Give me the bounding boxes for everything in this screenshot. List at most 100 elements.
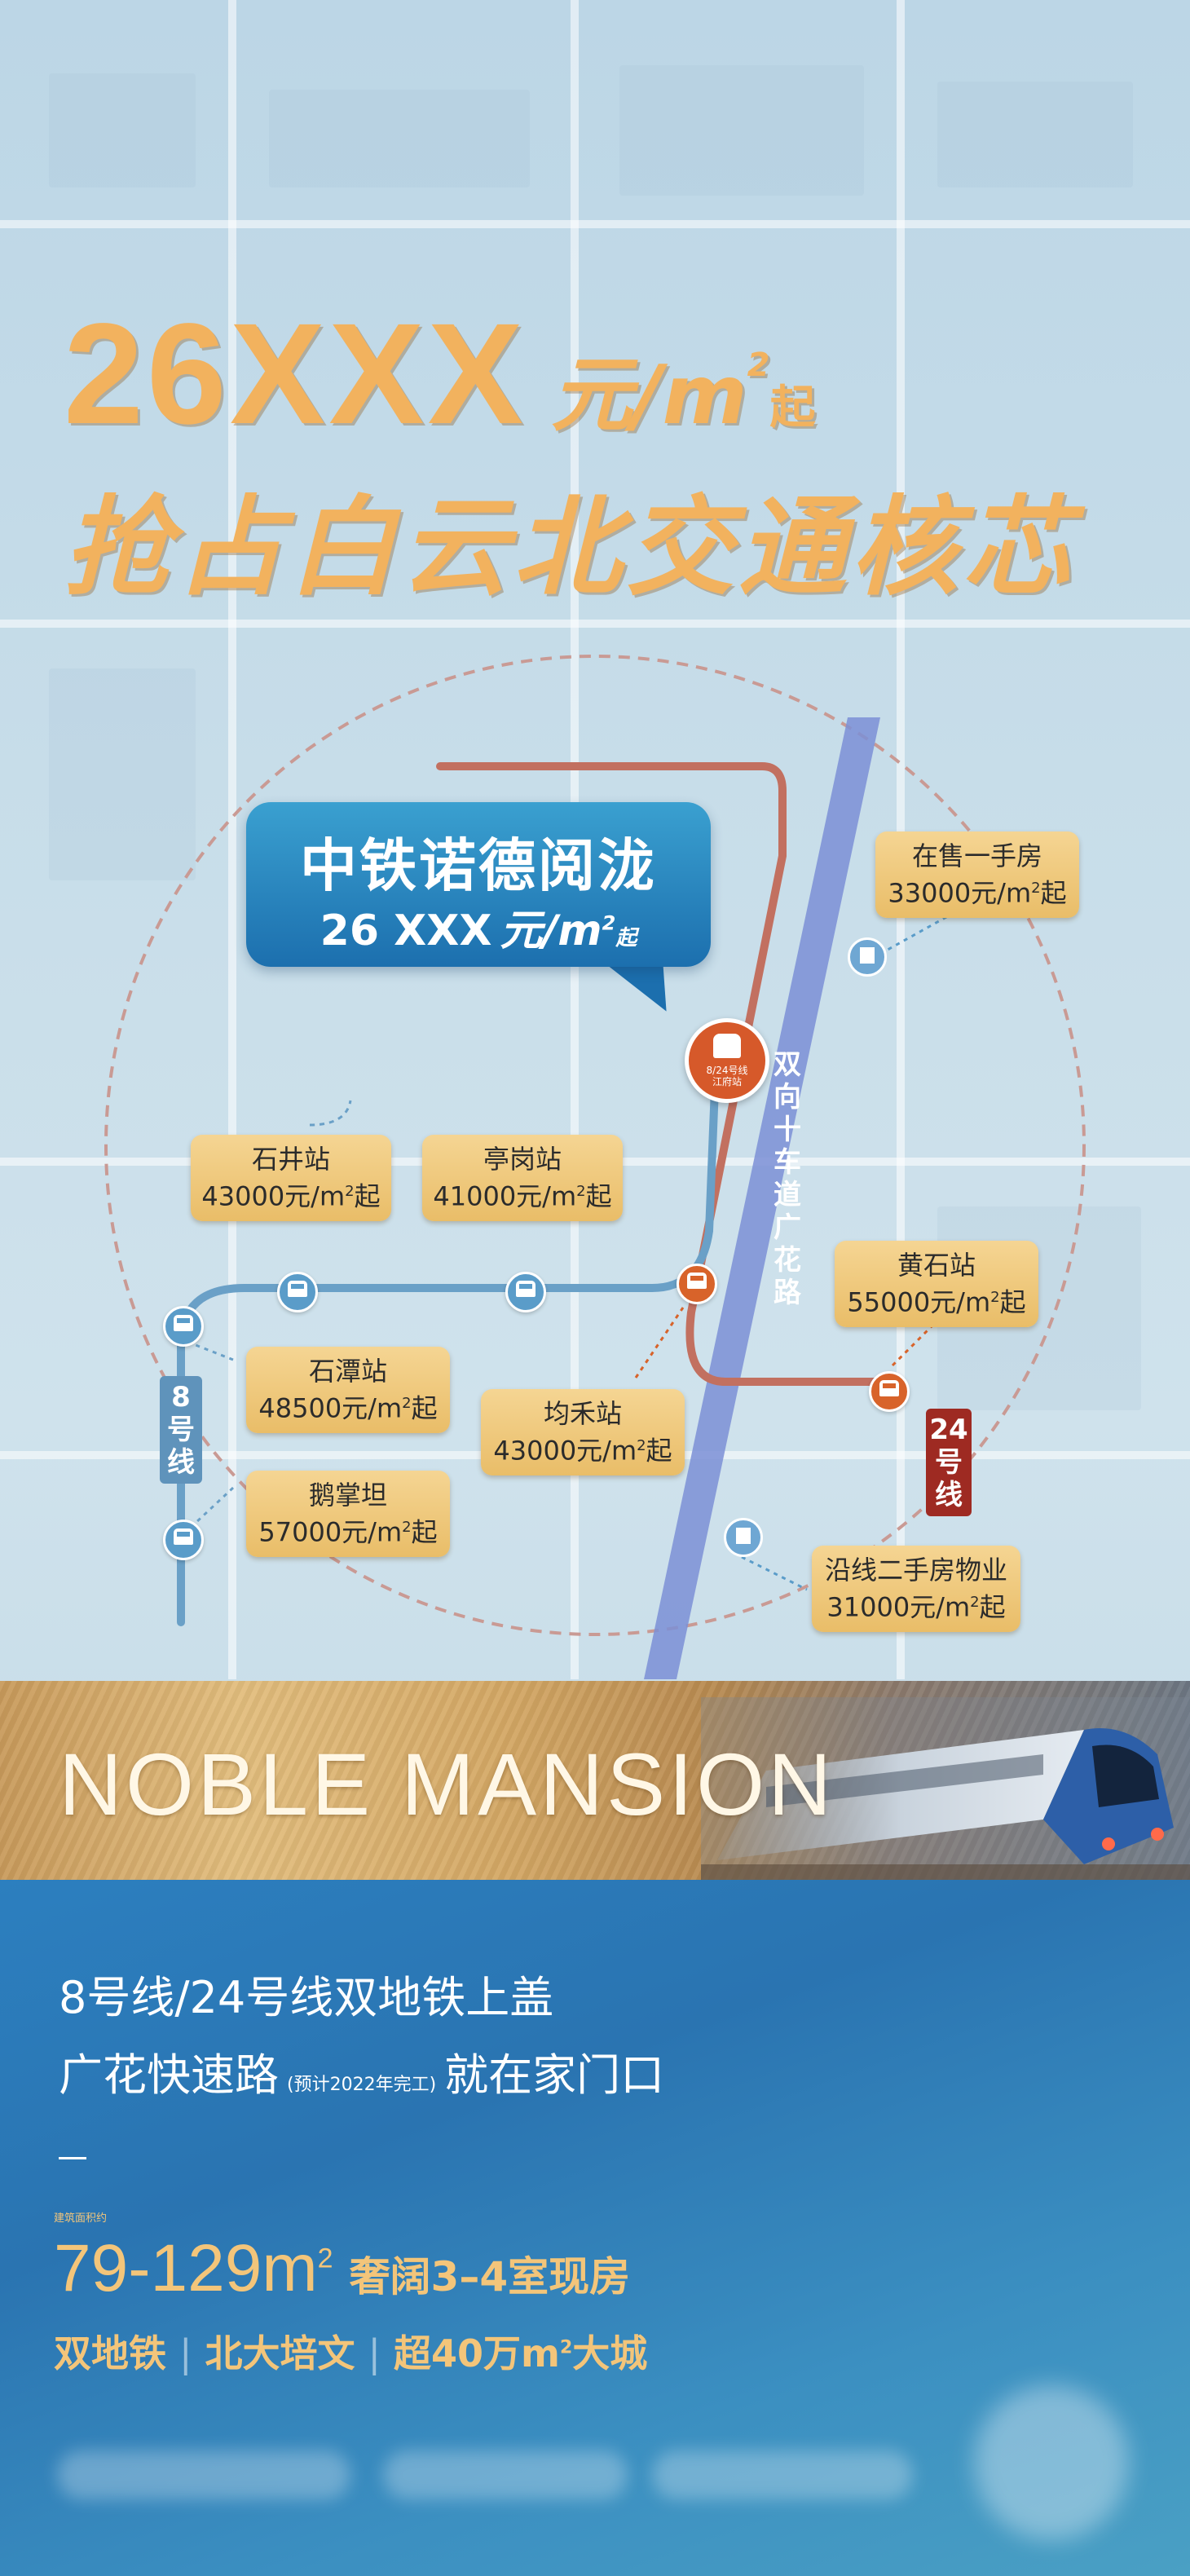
- tag-shitan: 石潭站 48500元/m2起: [246, 1347, 450, 1433]
- hub-station-name: 江府站: [712, 1076, 742, 1087]
- feature-suffix: 大城: [572, 2331, 648, 2375]
- price-sup: 2: [345, 1183, 355, 1200]
- map-block: [937, 82, 1133, 187]
- tag-resale: 沿线二手房物业 31000元/m2起: [812, 1546, 1020, 1632]
- feature-item: 北大培文: [205, 2331, 355, 2375]
- metro-station-icon[interactable]: [163, 1306, 204, 1347]
- unit-text: 元/m: [550, 347, 747, 443]
- train-image: [701, 1697, 1190, 1880]
- tag-name: 在售一手房: [911, 840, 1042, 871]
- bottom-info-section: 8号线/24号线双地铁上盖 广花快速路(预计2022年完工)就在家门口 建筑面积…: [0, 1880, 1190, 2576]
- band-title: NOBLE MANSION: [59, 1735, 835, 1833]
- map-block: [619, 65, 864, 196]
- badge-char: 线: [935, 1479, 963, 1511]
- metro-headline: 8号线/24号线双地铁上盖: [59, 1972, 554, 2023]
- map-street: [0, 220, 1190, 228]
- price-suffix: 起: [646, 1435, 672, 1467]
- tag-price: 43000元/m2起: [481, 1430, 685, 1467]
- road-label-char: 十: [774, 1114, 801, 1146]
- tag-name: 均禾站: [543, 1398, 622, 1429]
- feature-separator: |: [179, 2331, 192, 2375]
- road-label-char: 道: [774, 1179, 801, 1211]
- price-text: 41000元/m: [433, 1180, 577, 1212]
- map-block: [49, 668, 196, 880]
- tag-name: 石井站: [251, 1144, 330, 1175]
- tag-junhe: 均禾站 43000元/m2起: [481, 1389, 685, 1475]
- tag-tinggang: 亭岗站 41000元/m2起: [422, 1135, 623, 1221]
- unit-sup: 2: [747, 346, 770, 384]
- unit-suffix: 起: [615, 926, 637, 951]
- price-text: 55000元/m: [847, 1286, 991, 1318]
- blurred-footer: [383, 2450, 628, 2499]
- price-text: 57000元/m: [258, 1516, 403, 1548]
- tag-price: 48500元/m2起: [246, 1387, 450, 1425]
- feature-list: 双地铁|北大培文|超40万m2大城: [54, 2324, 647, 2378]
- connector-line: [309, 1100, 352, 1127]
- line-8-badge: 8 号 线: [160, 1376, 202, 1484]
- project-price-number: 26 XXX: [320, 906, 492, 955]
- road-label-char: 花: [774, 1244, 801, 1277]
- price-text: 33000元/m: [888, 877, 1032, 909]
- hub-station-jiangfu[interactable]: 8/24号线 江府站: [685, 1018, 769, 1103]
- price-suffix: 起: [411, 1516, 438, 1548]
- road-label: 双 向 十 车 道 广 花 路: [769, 1048, 805, 1309]
- connector-line: [634, 1307, 685, 1378]
- road-name: 广花快速路: [59, 2049, 279, 2101]
- metro-train-icon: [174, 1528, 193, 1545]
- tag-new-home: 在售一手房 33000元/m2起: [875, 831, 1079, 918]
- metro-station-icon[interactable]: [869, 1371, 910, 1412]
- metro-train-icon: [687, 1273, 707, 1289]
- badge-char: 8: [171, 1381, 191, 1414]
- tag-name: 黄石站: [897, 1250, 976, 1281]
- connector-line: [194, 1486, 235, 1524]
- price-sup: 2: [402, 1519, 412, 1536]
- tag-name: 沿线二手房物业: [824, 1555, 1007, 1586]
- connector-line: [195, 1343, 234, 1361]
- building-icon: [848, 937, 887, 977]
- headline-slogan: 抢占白云北交通核芯: [64, 485, 1076, 611]
- price-sup: 2: [970, 1594, 980, 1611]
- price-text: 43000元/m: [201, 1180, 346, 1212]
- hub-station-lines: 8/24号线: [706, 1065, 748, 1076]
- headline-price-unit: 元/m2: [550, 346, 770, 443]
- map-block: [269, 90, 530, 187]
- price-sup: 2: [1031, 880, 1041, 897]
- connector-line: [891, 1311, 947, 1367]
- tag-price: 33000元/m2起: [875, 872, 1079, 910]
- metro-station-icon[interactable]: [277, 1272, 318, 1312]
- tag-price: 41000元/m2起: [422, 1176, 623, 1213]
- connector-line: [741, 1555, 808, 1591]
- unit-sup: 2: [602, 911, 616, 935]
- feature-sup: 2: [559, 2337, 573, 2358]
- price-sup: 2: [402, 1395, 412, 1412]
- metro-station-icon[interactable]: [505, 1272, 546, 1312]
- metro-map: [104, 655, 1086, 1679]
- area-prefix: 建筑面积约: [54, 2212, 108, 2225]
- headline-price-suffix: 起: [769, 382, 816, 434]
- badge-char: 号: [167, 1414, 195, 1446]
- metro-train-icon: [174, 1315, 193, 1331]
- headline-price-number: 26XXX: [64, 294, 527, 454]
- price-sup: 2: [576, 1183, 586, 1200]
- road-label-char: 广: [774, 1211, 801, 1244]
- feature-item: 超40万m2大城: [394, 2331, 647, 2375]
- area-text: 79-129m: [54, 2231, 318, 2305]
- map-street: [0, 620, 1190, 628]
- divider-dash: [59, 2157, 86, 2159]
- metro-station-icon[interactable]: [677, 1264, 717, 1304]
- price-suffix: 起: [354, 1180, 381, 1212]
- badge-char: 24: [929, 1414, 968, 1446]
- metro-train-icon: [516, 1281, 536, 1297]
- metro-train-icon: [288, 1281, 307, 1297]
- blurred-footer: [652, 2450, 913, 2499]
- line-24-badge: 24 号 线: [926, 1409, 972, 1516]
- metro-station-icon[interactable]: [163, 1520, 204, 1560]
- noble-mansion-band: NOBLE MANSION: [0, 1681, 1190, 1880]
- tag-name: 石潭站: [308, 1356, 387, 1387]
- price-suffix: 起: [979, 1591, 1006, 1623]
- price-suffix: 起: [585, 1180, 612, 1212]
- feature-item: 双地铁: [54, 2331, 166, 2375]
- price-sup: 2: [990, 1289, 1000, 1306]
